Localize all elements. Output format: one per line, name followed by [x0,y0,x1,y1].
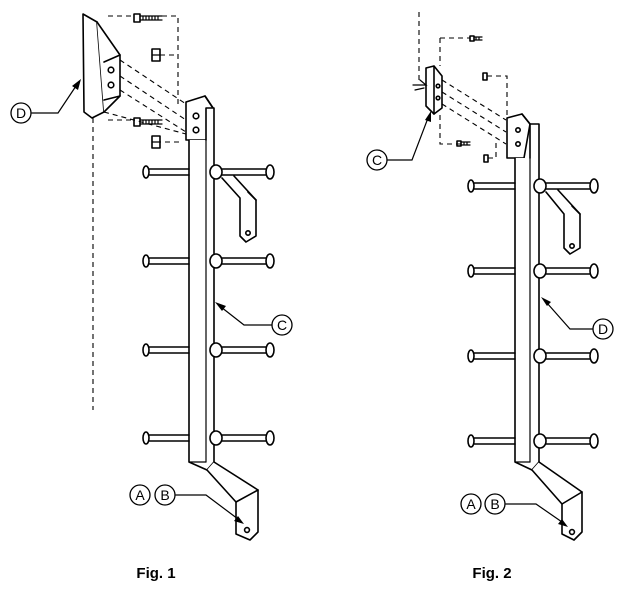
peg-row-1 [467,178,599,194]
upper-arm [221,175,257,243]
screw-top [133,13,163,23]
figure-caption: Fig. 2 [472,565,511,582]
clamp-part [506,113,531,159]
callout-letter: A [135,487,145,503]
upper-arm [545,189,581,255]
nut-bottom [483,154,489,163]
nut-top [482,72,488,81]
bracket-part [412,65,443,115]
nut-top [151,48,161,62]
peg-row-4 [467,433,599,449]
peg-row-3 [142,342,275,358]
vertical-rail [514,123,540,471]
screw-bottom [133,117,163,127]
callout-letter: C [277,317,287,333]
callout-letter: D [16,105,26,121]
peg-row-2 [142,253,275,269]
callout-c: C [215,302,293,336]
lower-arm [531,461,583,541]
figure-1: D C A B Fig. 1 [10,13,293,582]
peg-row-2 [467,263,599,279]
peg-row-3 [467,348,599,364]
screw-top [469,35,483,42]
callout-ab: A B [129,484,244,524]
callout-c: C [366,111,431,171]
callout-d: D [541,297,614,340]
callout-letter: D [598,321,608,337]
callout-d: D [10,79,81,124]
vertical-rail [188,107,215,471]
figure-2: C D A B Fig. 2 [366,12,614,582]
callout-ab: A B [460,493,568,527]
peg-row-4 [142,430,275,446]
bracket-part [82,13,121,119]
figure-caption: Fig. 1 [136,565,175,582]
lower-arm [206,461,259,541]
callout-letter: B [490,496,499,512]
callout-letter: A [466,496,476,512]
peg-row-1 [142,164,275,180]
callout-letter: B [160,487,169,503]
callout-letter: C [372,152,382,168]
